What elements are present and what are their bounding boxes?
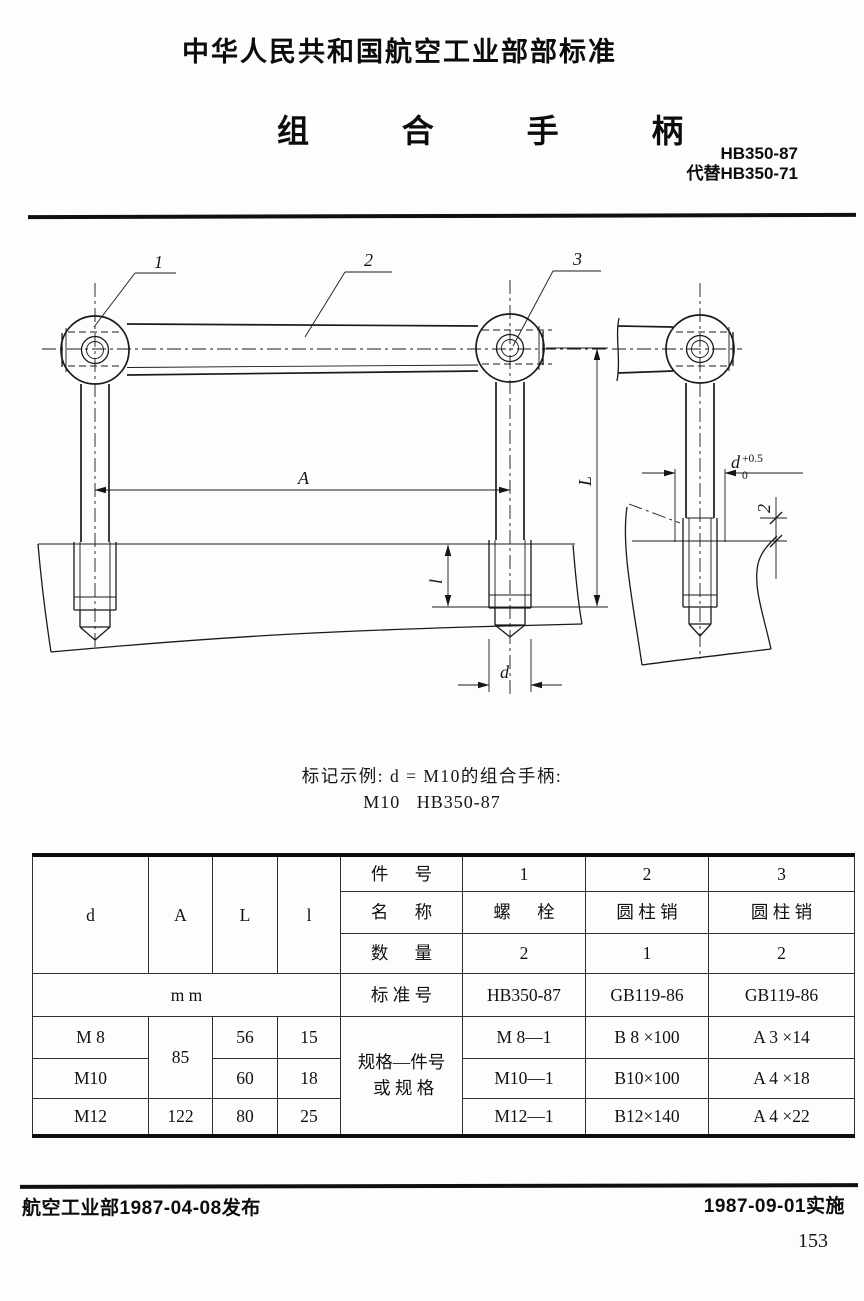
- row-M8-part3-spec: A 3 ×14: [708, 1015, 855, 1059]
- row-M8-L: 56: [212, 1015, 278, 1059]
- dim-gap-label: 2: [754, 504, 774, 513]
- part1-standard: HB350-87: [462, 972, 586, 1017]
- row-M8-d: M 8: [32, 1015, 149, 1059]
- row-M8-M10-A: 85: [148, 1015, 213, 1099]
- label-quantity: 数 量: [340, 932, 463, 974]
- part2-number: 2: [585, 854, 709, 892]
- part2-name: 圆 柱 销: [585, 890, 709, 934]
- row-M12-L: 80: [212, 1097, 278, 1137]
- dim-A-label: A: [297, 468, 310, 488]
- technical-drawing: 1 2 3 A L l d: [37, 249, 803, 697]
- row-M10-part2-spec: B10×100: [585, 1057, 709, 1099]
- hole-dim-base-label: d: [731, 452, 741, 472]
- dim-L-label: L: [575, 476, 595, 487]
- page-number: 153: [798, 1230, 828, 1252]
- col-header-l: l: [277, 854, 341, 974]
- col-header-A: A: [148, 854, 213, 974]
- part1-number: 1: [462, 854, 586, 892]
- label-standard-no: 标 准 号: [340, 972, 463, 1017]
- row-M12-l: 25: [277, 1097, 341, 1137]
- part1-qty: 2: [462, 932, 586, 974]
- row-M12-part1-spec: M12—1: [462, 1097, 586, 1137]
- standard-number-block: HB350-87 代替HB350-71: [687, 144, 799, 184]
- issued-date: 航空工业部1987-04-08发布: [22, 1198, 261, 1219]
- label-item-no: 件 号: [340, 854, 463, 892]
- marking-example-line2: M10 HB350-87: [363, 792, 501, 812]
- row-M8-part1-spec: M 8—1: [462, 1015, 586, 1059]
- header-rule: [27, 212, 857, 220]
- unit-cell: m m: [32, 972, 341, 1017]
- part3-number: 3: [708, 854, 855, 892]
- part3-qty: 2: [708, 932, 855, 974]
- label-spec-or-item: 规格—件号 或 规 格: [340, 1015, 463, 1137]
- row-M10-l: 18: [277, 1057, 341, 1099]
- row-M8-part2-spec: B 8 ×100: [585, 1015, 709, 1059]
- side-view: [612, 283, 803, 666]
- standard-number: HB350-87: [720, 144, 799, 163]
- front-view-dimensions: [94, 347, 608, 692]
- replaces-standard: 代替HB350-71: [686, 164, 799, 183]
- col-header-L: L: [212, 854, 278, 974]
- row-M10-d: M10: [32, 1057, 149, 1099]
- row-M10-L: 60: [212, 1057, 278, 1099]
- dimension-table: d A L l 件 号 1 2 3 名 称 螺 栓 圆 柱 销 圆 柱 销 数 …: [32, 853, 855, 1138]
- part-callouts: [93, 270, 601, 347]
- ministry-standard-title: 中华人民共和国航空工业部部标准: [182, 37, 617, 67]
- row-M10-part1-spec: M10—1: [462, 1057, 586, 1099]
- marking-example-line1: 标记示例: d = M10的组合手柄:: [301, 766, 563, 786]
- col-header-d: d: [32, 854, 149, 974]
- part2-qty: 1: [585, 932, 709, 974]
- row-M12-part3-spec: A 4 ×22: [708, 1097, 855, 1137]
- dim-d-label: d: [500, 662, 510, 682]
- part2-standard: GB119-86: [585, 972, 709, 1017]
- part1-name: 螺 栓: [462, 890, 586, 934]
- label-name: 名 称: [340, 890, 463, 934]
- front-view: [37, 280, 606, 697]
- callout-3-label: 3: [572, 249, 582, 269]
- dim-l-label: l: [426, 579, 446, 584]
- callout-1-label: 1: [154, 252, 163, 272]
- part3-standard: GB119-86: [708, 972, 855, 1017]
- document-title: 组 合 手 柄: [277, 113, 709, 149]
- callout-2-label: 2: [364, 250, 373, 270]
- row-M12-A: 122: [148, 1097, 213, 1137]
- part3-name: 圆 柱 销: [708, 890, 855, 934]
- footer-rule: [19, 1183, 859, 1189]
- row-M8-l: 15: [277, 1015, 341, 1059]
- effective-date: 1987-09-01实施: [703, 1196, 845, 1217]
- hole-dim-tolerance-upper: +0.5: [742, 453, 763, 465]
- hole-dim-tolerance-lower: 0: [742, 470, 748, 482]
- row-M10-part3-spec: A 4 ×18: [708, 1057, 855, 1099]
- row-M12-d: M12: [32, 1097, 149, 1137]
- row-M12-part2-spec: B12×140: [585, 1097, 709, 1137]
